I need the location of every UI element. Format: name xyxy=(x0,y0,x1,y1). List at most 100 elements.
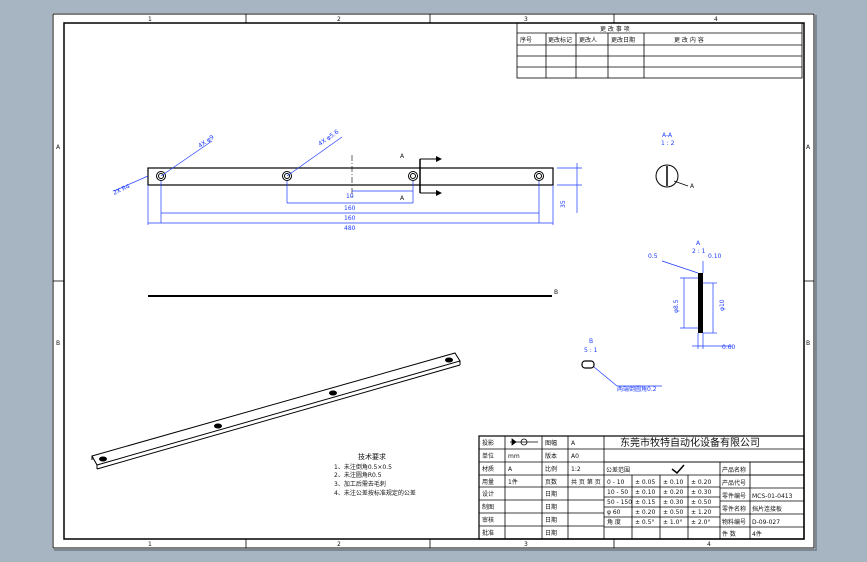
zone-right-a: A xyxy=(806,144,811,151)
title-block-cell-2-3: 1:2 xyxy=(571,466,581,473)
dim-dia: φ8.5 xyxy=(673,299,680,313)
title-block-cell-7-0: 批准 xyxy=(482,529,494,537)
title-block-cell-2-2: 比例 xyxy=(545,465,557,473)
detail-a-section xyxy=(698,273,703,333)
tolerance-cell-1-2: ± 0.20 xyxy=(663,489,683,496)
tolerance-cell-4-1: ± 0.5° xyxy=(635,519,654,526)
title-block-cell-6-2: 日期 xyxy=(545,516,557,524)
tech-req-1: 1、未注倒角0.5×0.5 xyxy=(334,463,392,471)
detail-a-scale: 2 : 1 xyxy=(692,248,706,255)
dimension-lines xyxy=(113,136,582,225)
title-block-cell-6-0: 审核 xyxy=(482,516,494,524)
drawing-svg: 1 2 3 4 1 2 3 4 A B A B 更 改 事 项 序号 更改标记 … xyxy=(52,13,815,549)
tolerance-cell-0-2: ± 0.10 xyxy=(663,479,683,486)
rev-col-mark: 更改标记 xyxy=(548,36,572,44)
title-block-cell-3-2: 页数 xyxy=(545,478,557,486)
tolerance-cell-2-3: ± 0.50 xyxy=(691,499,711,506)
tech-req-2: 2、未注圆角R0.5 xyxy=(334,471,382,479)
tech-req-title: 技术要求 xyxy=(358,452,386,461)
company-name: 东莞市牧特自动化设备有限公司 xyxy=(620,436,760,449)
section-a-top: A xyxy=(400,153,405,160)
tolerance-header: 公差范围 xyxy=(606,466,630,474)
detail-b-label: B xyxy=(589,338,593,345)
detail-b-shape xyxy=(581,360,595,369)
revision-title: 更 改 事 项 xyxy=(600,25,630,33)
check-icon xyxy=(671,464,685,475)
title-block-cell-4-2: 日期 xyxy=(545,490,557,498)
zone-top-3: 3 xyxy=(524,16,528,23)
title-block-cell-0-3: A xyxy=(571,440,576,447)
dim-0-10: 0.10 xyxy=(708,253,722,260)
detail-b-note: 两端倒圆角0.2 xyxy=(617,385,657,393)
zone-bottom-4: 4 xyxy=(707,541,711,548)
title-block-label-1: 产品代号 xyxy=(722,479,746,487)
title-block-cell-0-2: 图幅 xyxy=(545,439,557,447)
zone-bottom-1: 1 xyxy=(148,541,152,548)
tolerance-cell-3-2: ± 0.50 xyxy=(663,509,683,516)
dim-edge-radius: 2X R4 xyxy=(112,183,131,197)
dim-hole-5-6: 4X φ5.6 xyxy=(317,128,340,147)
zone-top-1: 1 xyxy=(148,16,152,23)
tolerance-cell-0-1: ± 0.05 xyxy=(635,479,655,486)
detail-b-scale: 5 : 1 xyxy=(584,347,598,354)
title-block xyxy=(478,435,805,540)
section-a-bottom: A xyxy=(400,195,405,202)
section-b-marker: B xyxy=(554,289,558,296)
rev-col-content: 更 改 内 容 xyxy=(674,36,704,44)
title-block-cell-3-0: 用量 xyxy=(482,479,494,486)
title-block-value-5: 4件 xyxy=(752,530,762,538)
rev-col-date: 更改日期 xyxy=(611,36,635,44)
isometric-view xyxy=(91,352,461,470)
title-block-value-3: 挡片连接板 xyxy=(752,505,782,513)
title-block-cell-2-0: 材质 xyxy=(482,465,494,473)
tolerance-cell-1-3: ± 0.30 xyxy=(691,489,711,496)
title-block-cell-0-0: 投影 xyxy=(482,439,494,447)
tolerance-cell-2-0: 50 - 150 xyxy=(607,499,632,506)
section-aa-label: A-A xyxy=(662,132,673,139)
tolerance-cell-2-2: ± 0.30 xyxy=(663,499,683,506)
drawing-sheet: 1 2 3 4 1 2 3 4 A B A B 更 改 事 项 序号 更改标记 … xyxy=(52,13,815,549)
title-block-label-4: 物料编号 xyxy=(722,518,746,526)
tolerance-cell-4-2: ± 1.0° xyxy=(663,519,682,526)
section-aa-scale: 1 : 2 xyxy=(661,140,675,147)
rev-col-no: 序号 xyxy=(520,36,532,44)
tech-req-3: 3、加工后需去毛刺 xyxy=(334,480,386,488)
section-aa-circle xyxy=(655,164,679,188)
title-block-cell-5-0: 制图 xyxy=(482,503,494,511)
tolerance-cell-1-0: 10 - 50 xyxy=(607,489,628,496)
detail-a-label: A xyxy=(696,240,701,247)
tolerance-cell-0-0: 0 - 10 xyxy=(607,479,625,486)
title-block-cell-3-1: 1件 xyxy=(508,478,518,486)
title-block-cell-5-2: 日期 xyxy=(545,503,557,511)
tolerance-cell-2-1: ± 0.15 xyxy=(635,499,655,506)
zone-top-4: 4 xyxy=(714,16,718,23)
dim-hole-9: 4X φ9 xyxy=(197,134,216,150)
title-block-cell-4-0: 设计 xyxy=(482,490,494,498)
tolerance-cell-0-3: ± 0.20 xyxy=(691,479,711,486)
zone-bottom-2: 2 xyxy=(337,541,341,548)
title-block-cell-1-1: mm xyxy=(508,453,520,460)
projection-symbol-icon xyxy=(510,438,538,446)
dim-10: 10 xyxy=(346,193,354,200)
title-block-value-2: MCS-01-0413 xyxy=(752,493,793,500)
dim-160b: 160 xyxy=(344,215,356,222)
dim-0-5: 0.5 xyxy=(648,253,658,260)
dim-160a: 160 xyxy=(344,205,356,212)
title-block-label-5: 件 数 xyxy=(722,530,736,538)
tolerance-cell-4-0: 角 度 xyxy=(607,518,621,526)
title-block-cell-2-1: A xyxy=(508,466,513,473)
dim-height: 35 xyxy=(560,200,567,208)
tech-req-4: 4、未注公差按标准规定的公差 xyxy=(334,489,416,497)
section-aa-leader: A xyxy=(690,183,695,190)
title-block-cell-3-3: 共 页 第 页 xyxy=(571,478,601,486)
tolerance-cell-3-3: ± 1.20 xyxy=(691,509,711,516)
zone-bottom-3: 3 xyxy=(524,541,528,548)
dim-phi: φ10 xyxy=(719,299,726,311)
zone-right-b: B xyxy=(806,340,810,347)
tolerance-cell-4-3: ± 2.0° xyxy=(691,519,710,526)
zone-left-a: A xyxy=(56,144,61,151)
zone-left-b: B xyxy=(56,340,60,347)
title-block-cell-1-2: 版本 xyxy=(545,452,557,460)
tolerance-cell-3-0: φ 60 xyxy=(607,509,621,516)
dim-480: 480 xyxy=(344,225,356,232)
